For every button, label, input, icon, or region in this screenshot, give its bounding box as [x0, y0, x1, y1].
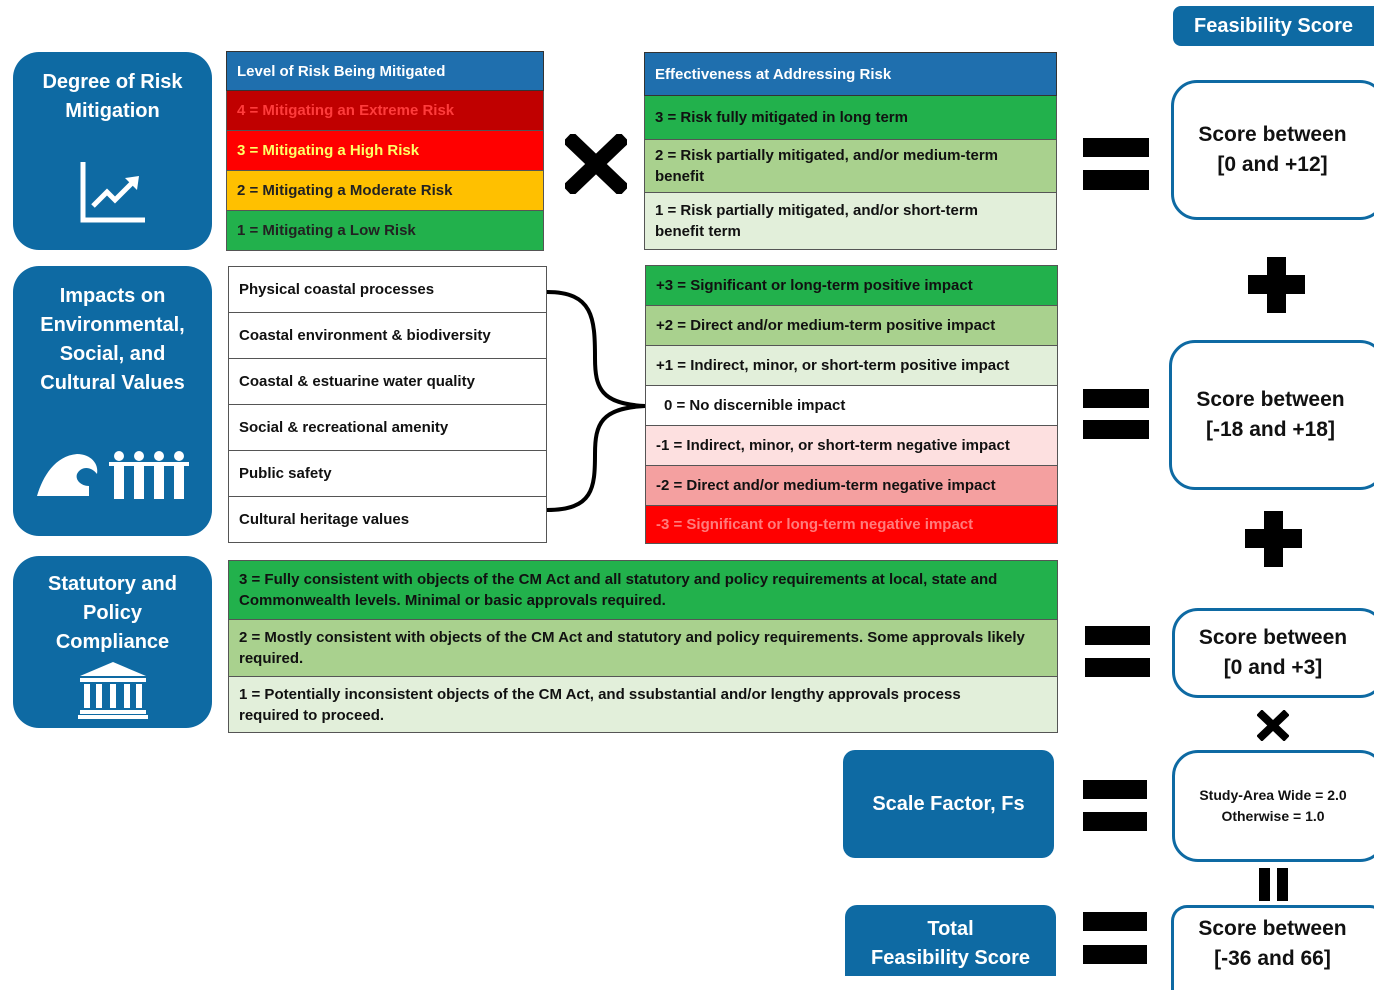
plus-icon: [1245, 511, 1302, 567]
equals-icon: [1083, 780, 1147, 831]
impact-scale-row: -3 = Significant or long-term negative i…: [645, 506, 1058, 544]
effectiveness-row: 3 = Risk fully mitigated in long term: [644, 96, 1057, 140]
score-label: Score between: [1198, 917, 1347, 940]
effectiveness-row: 2 = Risk partially mitigated, and/or med…: [644, 140, 1057, 193]
total-label-line: Feasibility Score: [871, 947, 1030, 969]
chart-trend-icon: [80, 162, 145, 223]
score-label: Score between: [1198, 123, 1347, 146]
total-feasibility-box: Total Feasibility Score: [845, 905, 1056, 976]
score-box-impacts: Score between [-18 and +18]: [1169, 340, 1374, 490]
building-columns-icon: [78, 662, 148, 719]
score-range: [0 and +3]: [1223, 656, 1323, 679]
impact-scale-table: +3 = Significant or long-term positive i…: [645, 265, 1058, 544]
impact-scale-row: -1 = Indirect, minor, or short-term nega…: [645, 426, 1058, 466]
impact-values-list: Physical coastal processes Coastal envir…: [228, 266, 547, 543]
score-label: Score between: [1196, 388, 1345, 411]
impact-scale-row: +3 = Significant or long-term positive i…: [645, 266, 1058, 306]
category-title-line: Statutory and: [48, 573, 177, 595]
impact-scale-row: +1 = Indirect, minor, or short-term posi…: [645, 346, 1058, 386]
feasibility-score-badge: Feasibility Score: [1173, 6, 1374, 46]
total-label-line: Total: [927, 918, 974, 940]
impact-scale-row: +2 = Direct and/or medium-term positive …: [645, 306, 1058, 346]
statutory-scale-table: 3 = Fully consistent with objects of the…: [228, 560, 1058, 733]
risk-row: 2 = Mitigating a Moderate Risk: [226, 171, 544, 211]
score-box-statutory: Score between [0 and +3]: [1172, 608, 1374, 698]
category-title-line: Mitigation: [65, 100, 160, 122]
impact-value-item: Physical coastal processes: [228, 267, 547, 313]
equals-icon: [1083, 138, 1149, 190]
risk-table-header: Level of Risk Being Mitigated: [226, 51, 544, 91]
score-range: [0 and +12]: [1217, 153, 1328, 176]
impact-value-item: Social & recreational amenity: [228, 405, 547, 451]
impact-value-item: Public safety: [228, 451, 547, 497]
risk-level-table: Level of Risk Being Mitigated 4 = Mitiga…: [226, 51, 544, 251]
category-title-line: Social, and: [59, 343, 166, 365]
score-box-total: Score between [-36 and 66]: [1171, 905, 1374, 990]
effectiveness-table-header: Effectiveness at Addressing Risk: [644, 52, 1057, 96]
risk-row: 3 = Mitigating a High Risk: [226, 131, 544, 171]
category-risk-mitigation: Degree of Risk Mitigation: [13, 52, 212, 250]
multiply-icon: [565, 134, 627, 194]
category-title-line: Environmental,: [40, 314, 185, 336]
equals-vertical-icon: [1259, 868, 1289, 901]
category-statutory: Statutory and Policy Compliance: [13, 556, 212, 728]
equals-icon: [1083, 912, 1147, 964]
statutory-row: 2 = Mostly consistent with objects of th…: [228, 620, 1058, 677]
scale-value-line: Study-Area Wide = 2.0: [1199, 787, 1347, 803]
equals-icon: [1085, 626, 1150, 677]
score-box-risk: Score between [0 and +12]: [1171, 80, 1374, 220]
impact-scale-row: -2 = Direct and/or medium-term negative …: [645, 466, 1058, 506]
wave-icon: [37, 454, 98, 496]
risk-row: 4 = Mitigating an Extreme Risk: [226, 91, 544, 131]
risk-row: 1 = Mitigating a Low Risk: [226, 211, 544, 251]
score-range: [-36 and 66]: [1214, 947, 1331, 970]
statutory-row: 3 = Fully consistent with objects of the…: [228, 561, 1058, 620]
people-icon: [109, 451, 189, 499]
score-box-scale: Study-Area Wide = 2.0 Otherwise = 1.0: [1172, 750, 1374, 862]
impact-scale-row: 0 = No discernible impact: [645, 386, 1058, 426]
curly-brace-icon: [546, 290, 646, 512]
score-range: [-18 and +18]: [1206, 418, 1335, 441]
impact-value-item: Coastal & estuarine water quality: [228, 359, 547, 405]
category-title-line: Degree of Risk: [42, 71, 183, 93]
statutory-row: 1 = Potentially inconsistent objects of …: [228, 677, 1058, 733]
category-title-line: Policy: [83, 602, 142, 624]
score-label: Score between: [1198, 626, 1348, 649]
plus-icon: [1248, 257, 1305, 313]
effectiveness-table: Effectiveness at Addressing Risk 3 = Ris…: [644, 52, 1057, 250]
effectiveness-row: 1 = Risk partially mitigated, and/or sho…: [644, 193, 1057, 250]
scale-factor-box: Scale Factor, Fs: [843, 750, 1054, 858]
category-title-line: Compliance: [55, 631, 170, 653]
equals-icon: [1083, 389, 1149, 439]
impact-value-item: Cultural heritage values: [228, 497, 547, 543]
category-title-line: Cultural Values: [40, 372, 185, 394]
category-title-line: Impacts on: [59, 285, 166, 307]
multiply-icon: [1257, 710, 1289, 741]
category-impacts: Impacts on Environmental, Social, and Cu…: [13, 266, 212, 536]
impact-value-item: Coastal environment & biodiversity: [228, 313, 547, 359]
scale-value-line: Otherwise = 1.0: [1221, 808, 1325, 824]
